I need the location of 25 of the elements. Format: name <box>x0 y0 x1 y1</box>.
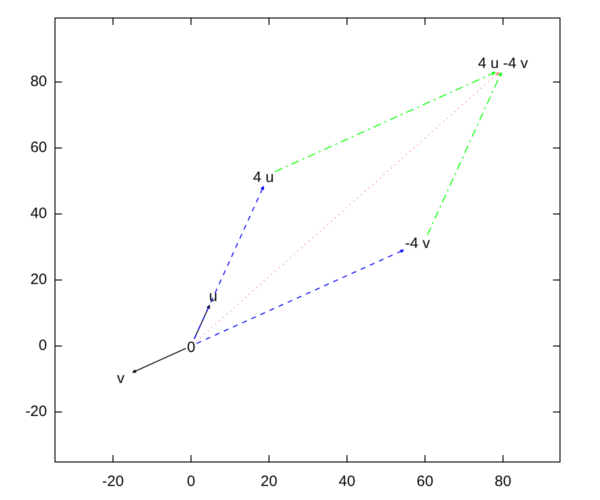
point-label: 0 <box>187 340 196 355</box>
tick-label: 20 <box>260 474 278 489</box>
vector-arrow <box>196 72 500 342</box>
vector-arrow <box>274 72 496 172</box>
tick-label: 40 <box>338 474 356 489</box>
tick-label: 60 <box>30 140 47 155</box>
point-label: 4 u <box>253 170 274 185</box>
point-label: 4 u -4 v <box>478 56 528 71</box>
vector-arrow <box>196 249 404 344</box>
tick-label: 60 <box>416 474 434 489</box>
tick-label: 0 <box>186 474 196 489</box>
tick-label: 0 <box>38 338 47 353</box>
tick-label: -20 <box>25 404 47 419</box>
tick-label: -20 <box>102 474 124 489</box>
point-label: v <box>117 371 124 386</box>
tick-label: 80 <box>494 474 512 489</box>
tick-label: 20 <box>30 272 47 287</box>
point-label: -4 v <box>405 236 430 251</box>
tick-label: 80 <box>30 74 47 89</box>
tick-label: 40 <box>30 206 47 221</box>
vector-arrow <box>427 72 502 236</box>
vector-arrow <box>194 186 264 340</box>
point-label: u <box>209 289 218 304</box>
vector-arrow <box>132 348 186 373</box>
vector-arrow <box>194 304 210 340</box>
